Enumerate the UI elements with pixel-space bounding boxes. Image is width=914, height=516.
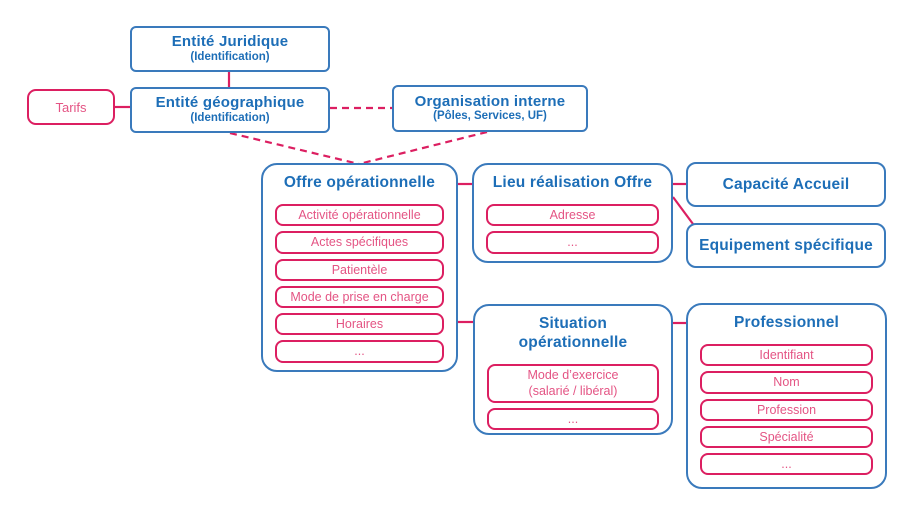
list-item: Mode de prise en charge <box>275 285 444 308</box>
node-entite-geographique: Entité géographique (Identification) <box>130 87 330 133</box>
node-title: Situation opérationnelle <box>518 315 628 351</box>
list-item: Adresse <box>486 204 659 227</box>
node-equipement-specifique: Equipement spécifique <box>686 223 886 268</box>
node-title: Organisation interne <box>414 92 566 110</box>
list-item: Actes spécifiques <box>275 231 444 254</box>
node-title: Entité Juridique <box>171 33 289 51</box>
node-title: Capacité Accueil <box>722 175 850 193</box>
list-item: ... <box>486 231 659 254</box>
node-title: Lieu réalisation Offre <box>492 174 653 191</box>
list-item: ... <box>487 407 659 430</box>
connector-entite-geographique-offre <box>229 131 360 166</box>
node-title: Professionnel <box>733 314 840 331</box>
node-lieu-realisation-offre: Lieu réalisation Offre Adresse... <box>472 163 673 263</box>
list-item: Identifiant <box>700 344 873 367</box>
attribute-list: Adresse... <box>486 204 659 254</box>
list-item: Spécialité <box>700 425 873 448</box>
list-item: Nom <box>700 371 873 394</box>
node-capacite-accueil: Capacité Accueil <box>686 162 886 207</box>
list-item: ... <box>700 453 873 476</box>
node-subtitle: (Identification) <box>190 50 270 63</box>
node-title: Equipement spécifique <box>699 236 873 254</box>
node-offre-operationnelle: Offre opérationnelle Activité opérationn… <box>261 163 458 372</box>
node-tarifs: Tarifs <box>27 89 115 125</box>
list-item: ... <box>275 340 444 363</box>
list-item: Profession <box>700 398 873 421</box>
list-item: Activité opérationnelle <box>275 204 444 227</box>
list-item: Horaires <box>275 313 444 336</box>
node-entite-juridique: Entité Juridique (Identification) <box>130 26 330 72</box>
node-organisation-interne: Organisation interne (Pôles, Services, U… <box>392 85 588 132</box>
list-item: Patientèle <box>275 258 444 281</box>
node-situation-operationnelle: Situation opérationnelle Mode d’exercice… <box>473 304 673 435</box>
attribute-list: Mode d’exercice (salarié / libéral)... <box>487 364 659 430</box>
node-title: Entité géographique <box>155 94 305 112</box>
list-item: Mode d’exercice (salarié / libéral) <box>487 364 659 403</box>
connector-organisation-interne-offre <box>358 130 488 166</box>
node-subtitle: (Pôles, Services, UF) <box>433 110 547 123</box>
node-title: Offre opérationnelle <box>283 174 436 191</box>
node-label: Tarifs <box>55 99 87 115</box>
node-subtitle: (Identification) <box>190 111 270 124</box>
